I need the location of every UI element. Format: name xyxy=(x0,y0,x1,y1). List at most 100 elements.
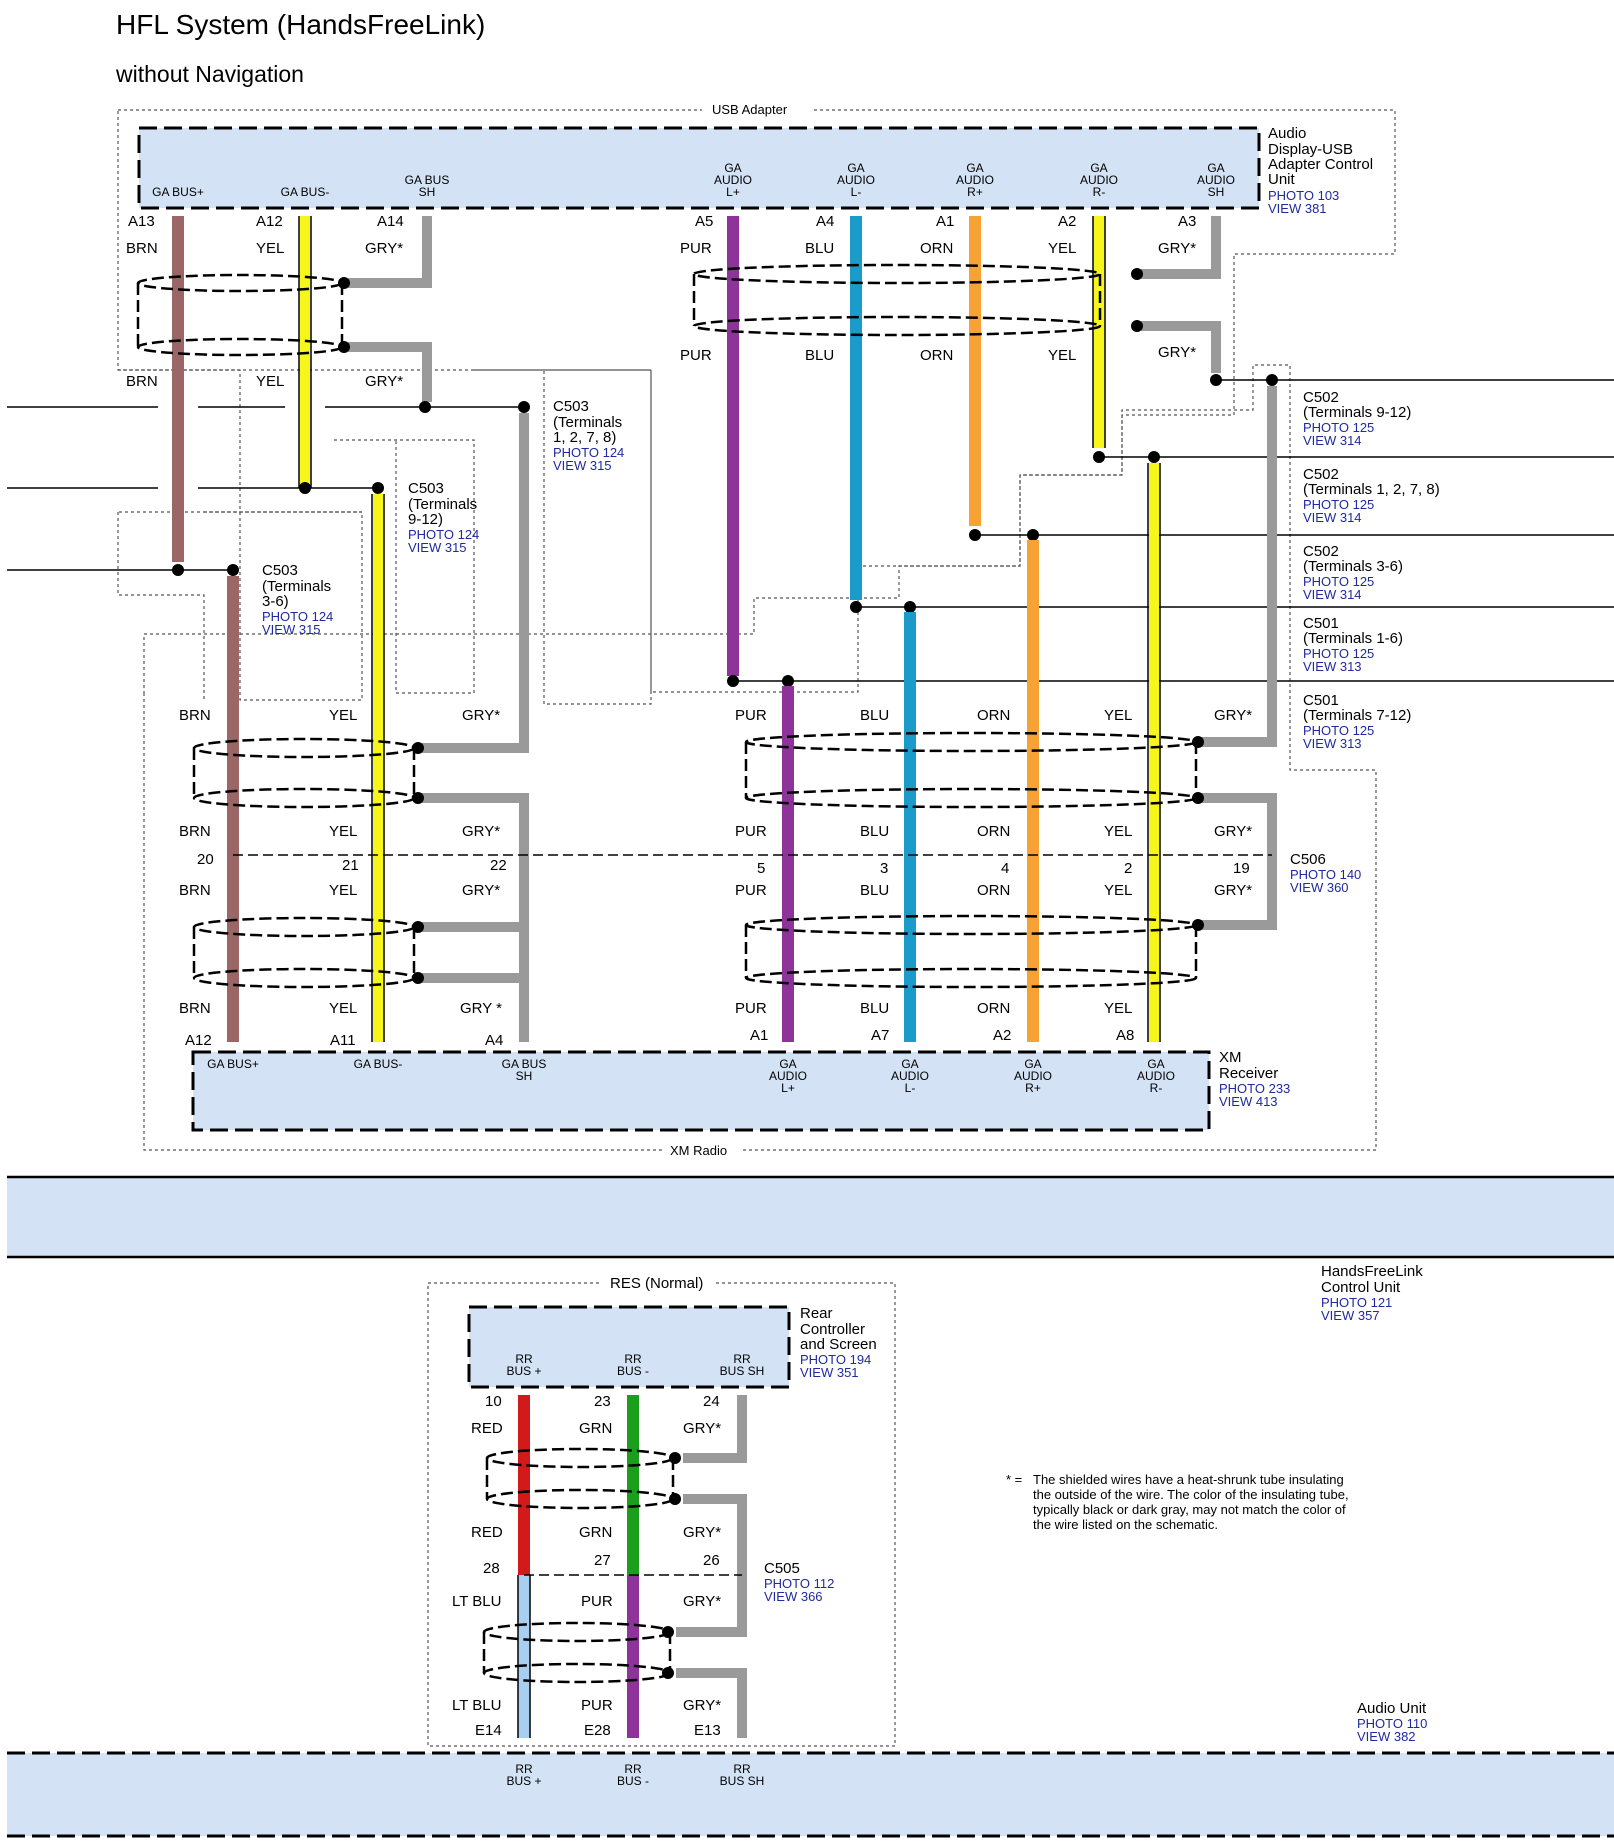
svg-text:SH: SH xyxy=(516,1069,533,1083)
svg-text:and Screen: and Screen xyxy=(800,1336,877,1353)
svg-text:VIEW 382: VIEW 382 xyxy=(1357,1729,1416,1744)
svg-text:AUDIO: AUDIO xyxy=(1197,173,1235,187)
usb-shield-ellipses xyxy=(136,263,1102,357)
svg-text:SH: SH xyxy=(419,185,436,199)
svg-text:A7: A7 xyxy=(871,1027,889,1044)
svg-text:VIEW 315: VIEW 315 xyxy=(553,458,612,473)
svg-text:PHOTO 140: PHOTO 140 xyxy=(1290,867,1361,882)
svg-text:VIEW 360: VIEW 360 xyxy=(1290,880,1349,895)
c502-912-label: C502 (Terminals 9-12) PHOTO 125 VIEW 314 xyxy=(1303,389,1411,448)
c503-912-enclosure xyxy=(334,439,475,694)
svg-text:C501: C501 xyxy=(1303,615,1339,632)
svg-text:AUDIO: AUDIO xyxy=(1080,173,1118,187)
svg-text:YEL: YEL xyxy=(329,823,357,840)
c506-pins: 20 21 22 5 3 4 2 19 xyxy=(197,851,1250,877)
svg-text:R-: R- xyxy=(1093,185,1106,199)
svg-text:ORN: ORN xyxy=(977,707,1010,724)
svg-text:LT BLU: LT BLU xyxy=(452,1593,501,1610)
svg-text:Adapter Control: Adapter Control xyxy=(1268,156,1373,173)
svg-text:GRY*: GRY* xyxy=(683,1420,721,1437)
svg-text:BRN: BRN xyxy=(179,882,211,899)
xm-shield-ellipses xyxy=(192,731,1198,989)
svg-text:RR: RR xyxy=(515,1352,533,1366)
svg-text:PUR: PUR xyxy=(581,1697,613,1714)
audio-unit-label: Audio Unit PHOTO 110 VIEW 382 xyxy=(1357,1700,1427,1744)
svg-text:3-6): 3-6) xyxy=(262,593,289,610)
svg-text:2: 2 xyxy=(1124,860,1132,877)
svg-text:23: 23 xyxy=(594,1393,611,1410)
xm-terminals: GA BUS+ GA BUS- GA BUS SH GA AUDIO L+ GA… xyxy=(207,1057,1175,1095)
svg-text:A1: A1 xyxy=(750,1027,768,1044)
svg-text:GRY*: GRY* xyxy=(683,1524,721,1541)
svg-text:RR: RR xyxy=(624,1762,642,1776)
svg-text:ORN: ORN xyxy=(920,240,953,257)
svg-text:YEL: YEL xyxy=(256,373,284,390)
svg-text:PHOTO 124: PHOTO 124 xyxy=(408,527,479,542)
svg-text:PUR: PUR xyxy=(680,240,712,257)
svg-text:GRY*: GRY* xyxy=(462,882,500,899)
svg-text:BRN: BRN xyxy=(126,240,158,257)
svg-text:GRY*: GRY* xyxy=(1214,882,1252,899)
svg-text:GRY*: GRY* xyxy=(1158,240,1196,257)
svg-text:RED: RED xyxy=(471,1524,503,1541)
svg-text:RED: RED xyxy=(471,1420,503,1437)
xm-receiver-name: XM Receiver PHOTO 233 VIEW 413 xyxy=(1219,1049,1290,1109)
svg-text:PUR: PUR xyxy=(581,1593,613,1610)
svg-text:VIEW 314: VIEW 314 xyxy=(1303,433,1362,448)
svg-text:AUDIO: AUDIO xyxy=(714,173,752,187)
svg-text:ORN: ORN xyxy=(920,347,953,364)
res-module xyxy=(467,1305,791,1389)
xm-wire-labels-row1: BRN YEL GRY* PUR BLU ORN YEL GRY* xyxy=(179,707,1252,724)
svg-text:Receiver: Receiver xyxy=(1219,1065,1278,1082)
usb-wire-labels-bottom: BRN YEL GRY* PUR BLU ORN YEL GRY* xyxy=(126,344,1196,390)
svg-text:E14: E14 xyxy=(475,1722,502,1739)
c501-712-label: C501 (Terminals 7-12) PHOTO 125 VIEW 313 xyxy=(1303,692,1411,751)
svg-text:GRY*: GRY* xyxy=(683,1697,721,1714)
svg-text:(Terminals: (Terminals xyxy=(262,578,331,595)
svg-text:the wire listed on the schemat: the wire listed on the schematic. xyxy=(1033,1517,1218,1532)
svg-text:RR: RR xyxy=(515,1762,533,1776)
c503-369-label: C503 (Terminals 3-6) PHOTO 124 VIEW 315 xyxy=(262,562,333,637)
svg-text:RR: RR xyxy=(733,1762,751,1776)
svg-text:ORN: ORN xyxy=(977,823,1010,840)
footnote: * = The shielded wires have a heat-shrun… xyxy=(1006,1472,1349,1532)
svg-text:GRY*: GRY* xyxy=(365,240,403,257)
svg-text:AUDIO: AUDIO xyxy=(956,173,994,187)
svg-text:VIEW 313: VIEW 313 xyxy=(1303,736,1362,751)
xm-wire-labels-row2: BRN YEL GRY* PUR BLU ORN YEL GRY* xyxy=(179,823,1252,840)
svg-text:AUDIO: AUDIO xyxy=(769,1069,807,1083)
svg-text:A12: A12 xyxy=(256,213,283,230)
svg-text:22: 22 xyxy=(490,857,507,874)
res-enclosure xyxy=(427,1282,896,1747)
svg-text:(Terminals: (Terminals xyxy=(408,496,477,513)
xm-shield-dots xyxy=(412,736,1204,984)
svg-text:PUR: PUR xyxy=(735,1000,767,1017)
page-subtitle: without Navigation xyxy=(115,61,304,87)
svg-text:GA BUS-: GA BUS- xyxy=(354,1057,403,1071)
res-shield-ellipses xyxy=(482,1447,675,1684)
svg-text:C502: C502 xyxy=(1303,543,1339,560)
svg-text:YEL: YEL xyxy=(1104,1000,1132,1017)
svg-text:9-12): 9-12) xyxy=(408,511,443,528)
svg-text:YEL: YEL xyxy=(1048,240,1076,257)
svg-text:GRY*: GRY* xyxy=(365,373,403,390)
svg-text:A2: A2 xyxy=(1058,213,1076,230)
svg-text:L+: L+ xyxy=(781,1081,795,1095)
xm-pins: A12 A11 A4 A1 A7 A2 A8 xyxy=(185,1027,1134,1049)
svg-text:C503: C503 xyxy=(553,398,589,415)
connector-junction-dots xyxy=(172,374,1278,687)
svg-text:L-: L- xyxy=(905,1081,916,1095)
usb-adapter-pins: A13 A12 A14 A5 A4 A1 A2 A3 xyxy=(128,213,1196,230)
svg-text:(Terminals 1-6): (Terminals 1-6) xyxy=(1303,630,1403,647)
svg-text:PUR: PUR xyxy=(735,707,767,724)
svg-text:L-: L- xyxy=(851,185,862,199)
svg-text:typically black or dark gray,: typically black or dark gray, may not ma… xyxy=(1033,1502,1346,1517)
svg-text:GRY*: GRY* xyxy=(1214,707,1252,724)
xm-wire-labels-row4: BRN YEL GRY * PUR BLU ORN YEL xyxy=(179,1000,1132,1017)
svg-text:PHOTO 194: PHOTO 194 xyxy=(800,1352,871,1367)
svg-text:26: 26 xyxy=(703,1552,720,1569)
svg-text:ORN: ORN xyxy=(977,882,1010,899)
svg-text:GA: GA xyxy=(966,161,983,175)
svg-text:GRY*: GRY* xyxy=(1214,823,1252,840)
svg-text:GA BUS: GA BUS xyxy=(405,173,450,187)
